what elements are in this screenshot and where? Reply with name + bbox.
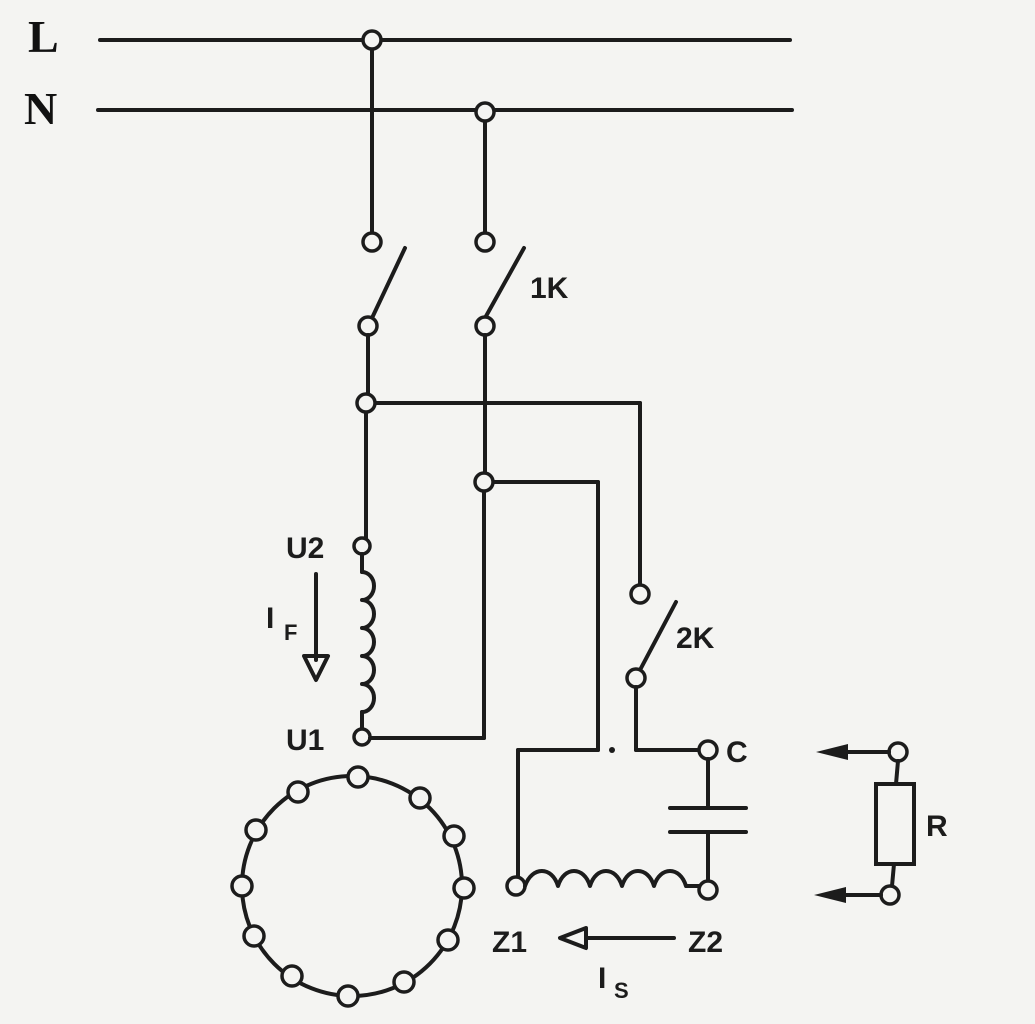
terminal-z1-label: Z1 <box>492 926 527 959</box>
terminal-c-label: C <box>726 736 748 769</box>
live-line-label: L <box>28 11 59 62</box>
contact-terminal <box>361 231 383 253</box>
commutator-segment <box>392 970 416 994</box>
terminal-z2-label: Z2 <box>688 926 723 959</box>
wire <box>890 862 896 888</box>
resistor-label: R <box>926 810 948 843</box>
commutator-segment <box>346 765 370 789</box>
contactor-2k: 2K <box>625 583 715 752</box>
terminal-c <box>697 739 719 761</box>
commutator-segment <box>244 818 268 842</box>
armature-circle <box>240 774 464 998</box>
commutator-segment <box>286 780 310 804</box>
commutator-segment <box>242 924 266 948</box>
contact-terminal <box>625 667 647 689</box>
connection-arrowhead-top <box>816 744 848 760</box>
neutral-line-label: N <box>24 83 57 134</box>
supply-lines: L N <box>24 11 794 134</box>
terminal-z2 <box>697 879 719 901</box>
field-winding: U2 U1 I F <box>266 532 486 757</box>
series-coil <box>523 869 701 888</box>
series-current-arrowhead <box>558 926 588 950</box>
contact-terminal <box>629 583 651 605</box>
terminal-u2-label: U2 <box>286 532 324 565</box>
commutator-segment <box>280 964 304 988</box>
live-tap-node <box>361 29 383 51</box>
switch-blade <box>483 246 526 320</box>
field-current-label: I <box>266 602 274 635</box>
resistor-body <box>874 782 916 866</box>
wire-dot <box>609 747 615 753</box>
commutator-segment <box>408 786 432 810</box>
series-current-subscript: S <box>614 978 629 1003</box>
resistor-r: R <box>814 741 948 906</box>
junction-node <box>355 392 377 414</box>
switch-blade <box>370 246 407 320</box>
wire <box>894 759 900 786</box>
contact-terminal <box>474 315 496 337</box>
switch-blade <box>638 600 678 672</box>
contactor-2k-label: 2K <box>676 622 715 655</box>
contact-terminal <box>357 315 379 337</box>
supply-drops <box>361 29 496 234</box>
commutator-segment <box>442 824 466 848</box>
field-current-subscript: F <box>284 620 297 645</box>
commutator-segment <box>336 984 360 1008</box>
junction-node <box>473 471 495 493</box>
contactor-1k: 1K <box>357 231 569 337</box>
series-current-label: I <box>598 962 606 995</box>
terminal-z1 <box>505 875 527 897</box>
armature-ring <box>230 765 476 1008</box>
terminal-u1 <box>352 727 372 747</box>
contactor-1k-label: 1K <box>530 272 569 305</box>
terminal-u1-label: U1 <box>286 724 324 757</box>
resistor-terminal-top <box>887 741 909 763</box>
commutator-segment <box>230 874 254 898</box>
connection-arrowhead-bottom <box>814 887 846 903</box>
commutator-segment <box>452 876 476 900</box>
resistor-terminal-bottom <box>879 884 901 906</box>
field-current-arrowhead <box>302 654 330 682</box>
commutator-segment <box>436 928 460 952</box>
series-winding-branch: C Z1 Z2 I S <box>492 736 748 1003</box>
contact-terminal <box>474 231 496 253</box>
neutral-tap-node <box>474 101 496 123</box>
terminal-u2 <box>352 536 372 556</box>
field-coil <box>360 570 376 714</box>
main-wiring <box>355 333 642 752</box>
